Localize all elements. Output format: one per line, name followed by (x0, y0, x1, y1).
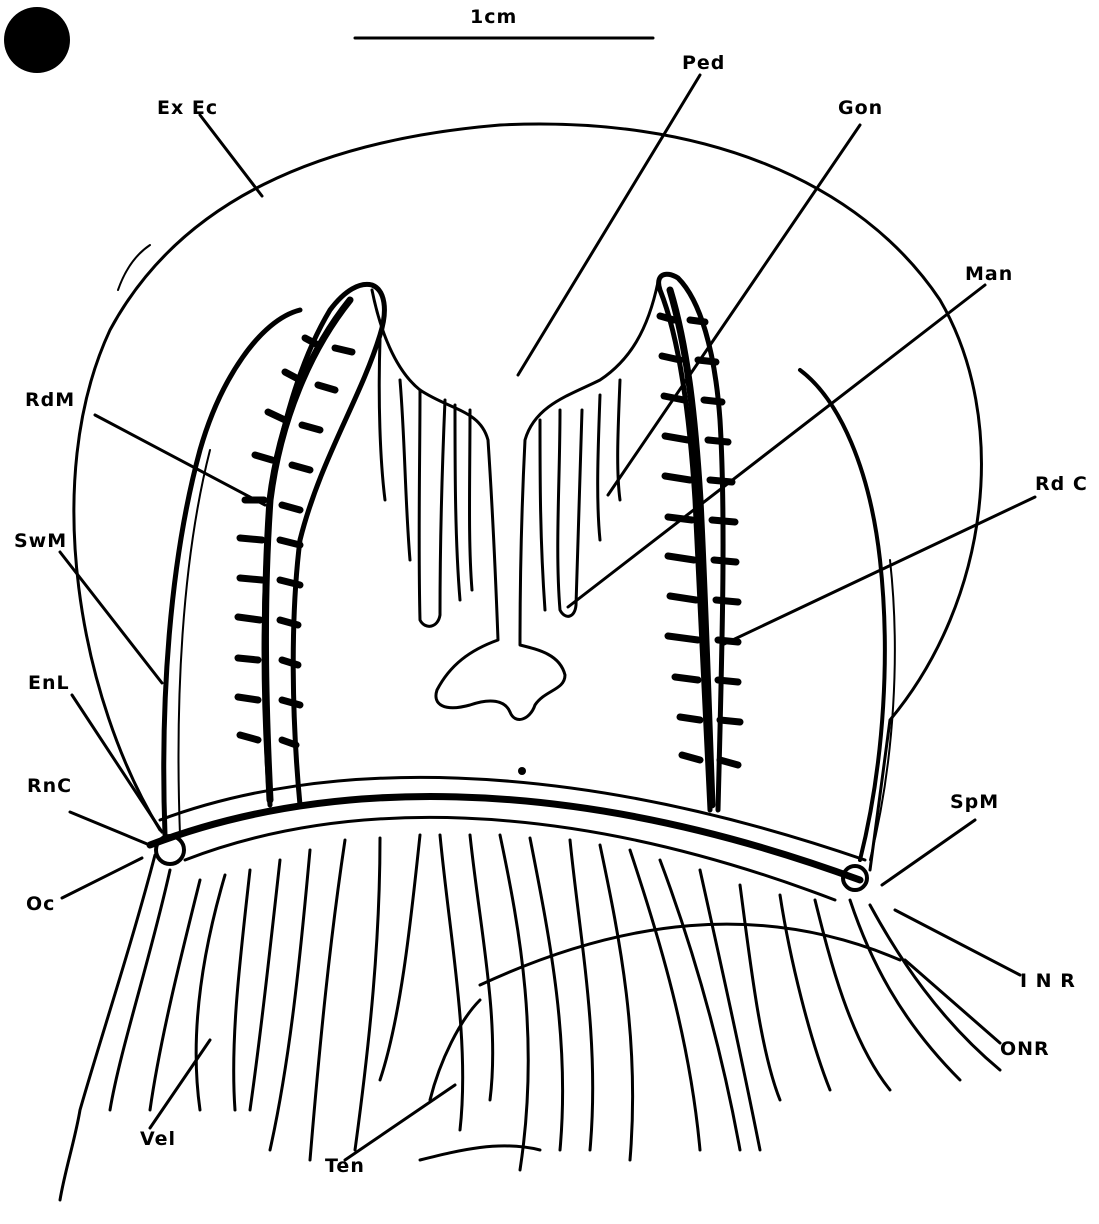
label-ten: Ten (325, 1155, 365, 1177)
bell-outline (74, 124, 982, 870)
corner-dot (4, 7, 70, 73)
gonad-right-branches (660, 290, 740, 805)
label-rad-c: Rd C (1035, 473, 1088, 495)
label-man: Man (965, 263, 1013, 285)
label-ped: Ped (682, 52, 725, 74)
label-en-l: EnL (28, 672, 70, 694)
bell-inner-line-right (800, 370, 885, 860)
scale-bar-label: 1cm (470, 6, 517, 28)
label-inr: I N R (1020, 970, 1076, 992)
label-onr: ONR (1000, 1038, 1050, 1060)
manubrium-lobes-right (540, 380, 620, 616)
label-oc: Oc (26, 893, 55, 915)
bell-inner-line-left-2 (179, 450, 210, 835)
label-rn-c: RnC (27, 775, 72, 797)
label-sp-m: SpM (950, 791, 999, 813)
label-sw-m: SwM (14, 530, 67, 552)
label-rad-m: RdM (25, 389, 75, 411)
ring-dot (518, 767, 526, 775)
leader-lines (60, 75, 1035, 1160)
label-vel: Vel (140, 1128, 176, 1150)
bell-inner-line-left (164, 310, 300, 835)
gonad-left (264, 284, 384, 805)
manubrium (372, 282, 658, 719)
manubrium-lobes-left (379, 340, 472, 626)
stray-stroke (118, 245, 150, 290)
label-ex-ec: Ex Ec (157, 97, 218, 119)
label-gon: Gon (838, 97, 883, 119)
